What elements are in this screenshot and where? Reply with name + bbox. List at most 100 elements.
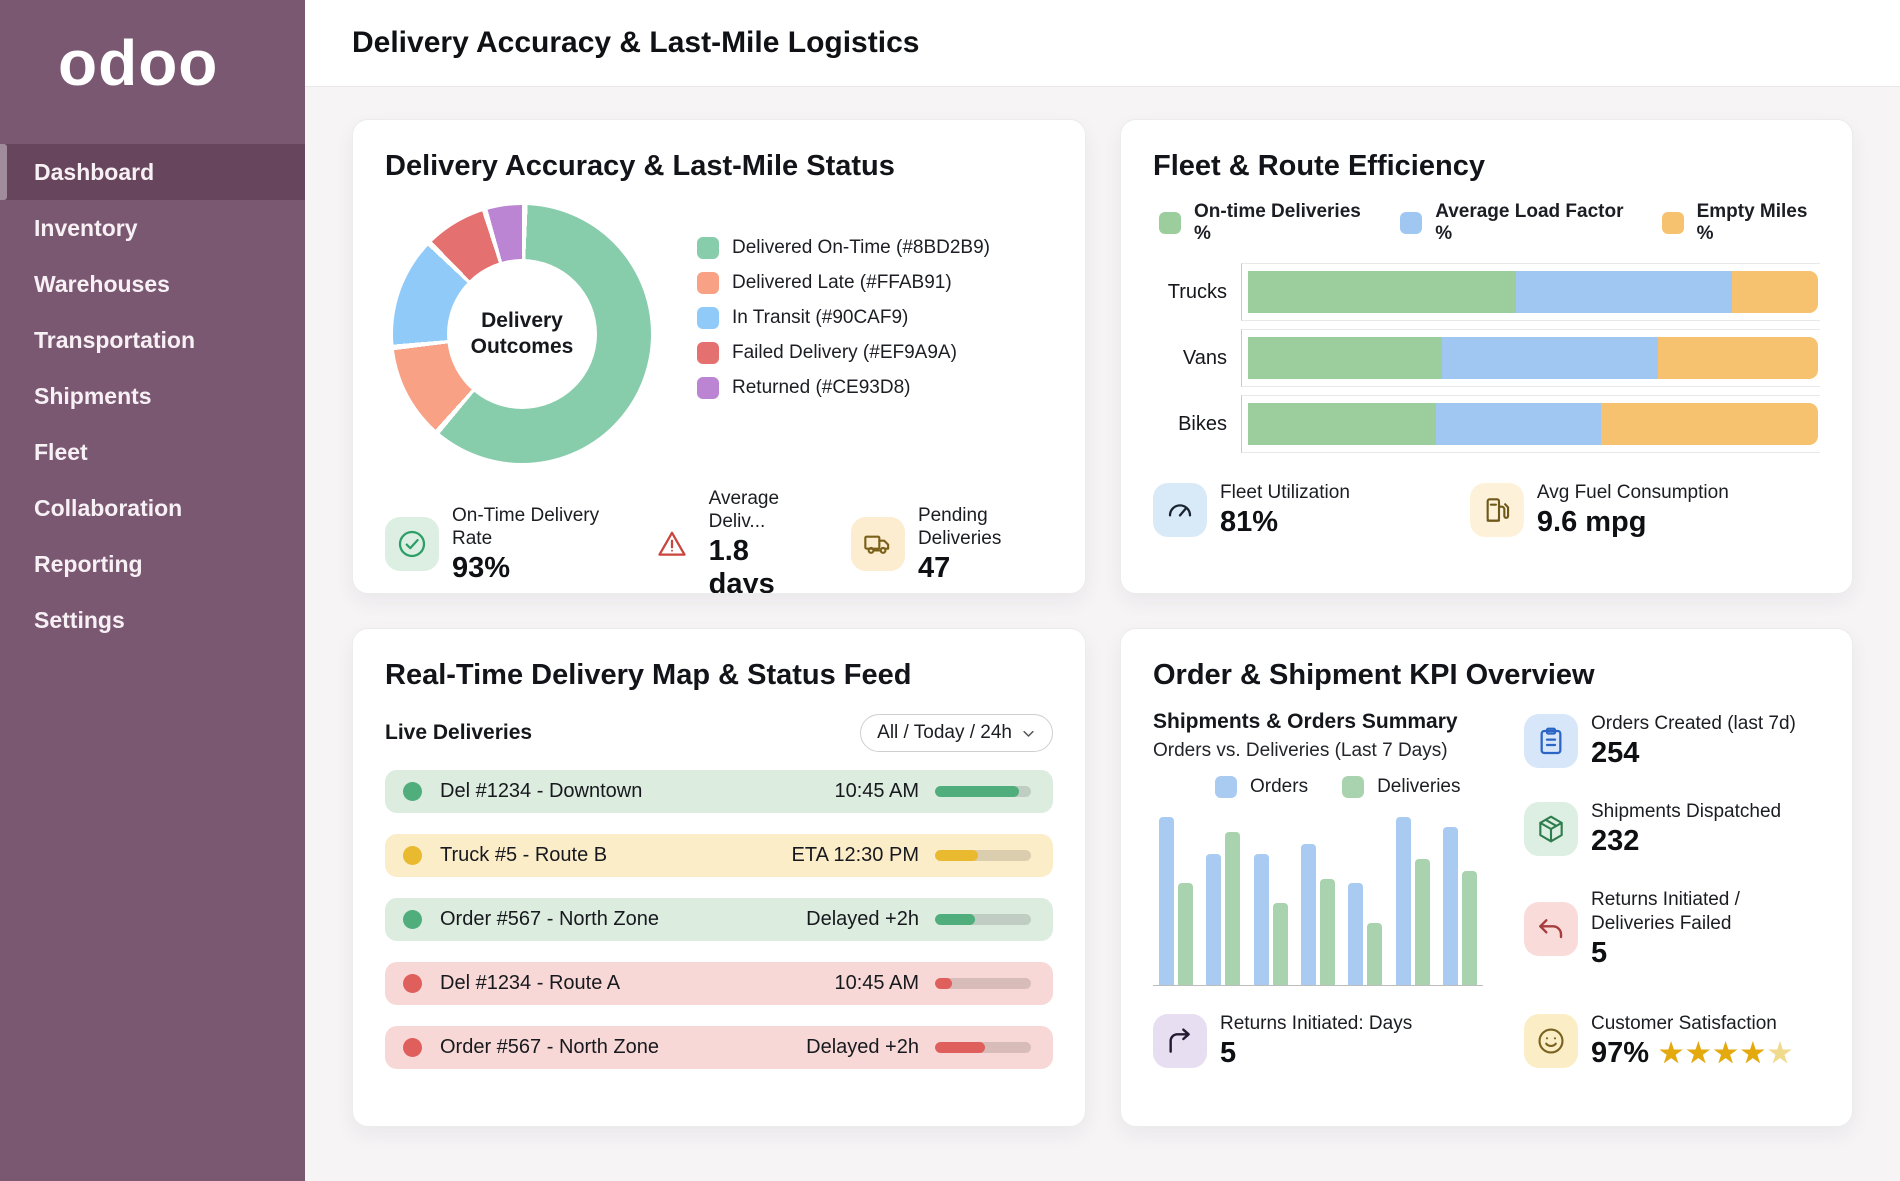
sidebar-item-reporting[interactable]: Reporting xyxy=(34,550,143,577)
kpi-label: On-Time Delivery Rate xyxy=(452,504,600,549)
legend-swatch-icon xyxy=(1342,776,1365,798)
sidebar-item-transportation[interactable]: Transportation xyxy=(34,326,196,353)
legend-swatch-icon xyxy=(1215,776,1237,798)
time-filter-label: All / Today / 24h xyxy=(877,722,1012,743)
delivery-progress xyxy=(935,978,1031,989)
page-title: Delivery Accuracy & Last-Mile Logistics xyxy=(352,26,920,59)
bar-group xyxy=(1442,827,1477,985)
card-title: Order & Shipment KPI Overview xyxy=(1153,659,1595,691)
bar-segment xyxy=(1515,271,1733,313)
sidebar-item-inventory[interactable]: Inventory xyxy=(34,214,138,241)
check-circle-icon xyxy=(385,517,439,572)
kpi-orders-created: Orders Created (last 7d) 254 xyxy=(1524,712,1820,770)
deliveries-bar xyxy=(1178,883,1193,985)
deliveries-bar xyxy=(1319,879,1335,985)
kpi-value: 232 xyxy=(1591,825,1640,858)
bar-segment xyxy=(1248,337,1442,379)
bar-segment xyxy=(1441,337,1659,379)
chevron-down-icon xyxy=(1023,730,1034,737)
kpi-avg-fuel-consumption: Avg Fuel Consumption 9.6 mpg xyxy=(1469,481,1729,539)
redo-arrow-icon xyxy=(1153,1014,1207,1069)
donut-center-label: Delivery Outcomes xyxy=(470,308,574,358)
sidebar-item-settings[interactable]: Settings xyxy=(34,606,125,633)
fleet-bar-band xyxy=(1241,263,1820,321)
gauge-icon xyxy=(1153,483,1207,538)
delivery-progress-fill xyxy=(935,850,979,861)
legend-item: On-time Deliveries % xyxy=(1159,201,1370,245)
deliveries-bar xyxy=(1272,903,1288,985)
kpi-value: 1.8 days xyxy=(708,535,775,594)
legend-item: Empty Miles % xyxy=(1661,201,1820,245)
orders-bar xyxy=(1348,883,1364,985)
orders-summary-column: Shipments & Orders Summary Orders vs. De… xyxy=(1153,710,1498,986)
delivery-title: Del #1234 - Downtown xyxy=(440,780,643,802)
delivery-progress-fill xyxy=(935,1042,985,1053)
sidebar-item-dashboard[interactable]: Dashboard xyxy=(0,144,305,200)
delivery-time: ETA 12:30 PM xyxy=(791,844,919,866)
orders-bar xyxy=(1300,844,1316,985)
kpi-shipments-dispatched: Shipments Dispatched 232 xyxy=(1524,800,1820,858)
delivery-title: Order #567 - North Zone xyxy=(440,908,659,930)
orders-bar xyxy=(1442,827,1458,985)
kpi-label: Pending Deliveries xyxy=(917,504,1002,549)
legend-label: On-time Deliveries % xyxy=(1194,201,1361,244)
legend-item: Failed Delivery (#EF9A9A) xyxy=(697,342,990,364)
delivery-progress xyxy=(935,914,1031,925)
kpi-label: Returns Initiated: Days xyxy=(1220,1013,1413,1034)
status-dot-icon xyxy=(403,782,422,801)
delivery-time: 10:45 AM xyxy=(834,972,919,994)
fleet-bar-track xyxy=(1248,403,1818,445)
bar-group xyxy=(1206,832,1241,985)
kpi-label: Fleet Utilization xyxy=(1220,482,1350,503)
sidebar-item-collaboration[interactable]: Collaboration xyxy=(34,494,183,521)
legend-swatch-icon xyxy=(697,237,719,259)
star-icon: ★ xyxy=(1740,1038,1765,1069)
bar-group xyxy=(1253,854,1288,985)
status-dot-icon xyxy=(403,1038,422,1057)
status-dot-icon xyxy=(403,974,422,993)
fleet-category-label: Trucks xyxy=(1167,280,1227,303)
legend-label: Failed Delivery (#EF9A9A) xyxy=(732,342,957,363)
dashboard-grid: Delivery Accuracy & Last-Mile Status Del… xyxy=(305,87,1900,1159)
live-deliveries-label: Live Deliveries xyxy=(385,721,533,744)
bar-group xyxy=(1300,844,1335,985)
star-rating: ★★★★★ xyxy=(1659,1040,1792,1067)
legend-item: Delivered On-Time (#8BD2B9) xyxy=(697,237,990,259)
fleet-bar-band xyxy=(1241,395,1820,453)
delivery-progress-fill xyxy=(935,786,1020,797)
deliveries-bar xyxy=(1461,871,1477,985)
legend-item: In Transit (#90CAF9) xyxy=(697,307,990,329)
orders-bar xyxy=(1206,854,1222,985)
star-icon: ★ xyxy=(1686,1038,1711,1069)
legend-label: Deliveries xyxy=(1377,776,1461,797)
bar-group xyxy=(1395,817,1430,985)
time-filter-dropdown[interactable]: All / Today / 24h xyxy=(860,714,1053,752)
sidebar-item-shipments[interactable]: Shipments xyxy=(34,382,152,409)
orders-bar xyxy=(1159,817,1174,985)
legend-item: Average Load Factor % xyxy=(1400,201,1631,245)
kpi-value: 97% xyxy=(1591,1037,1650,1070)
kpi-label: Avg Fuel Consumption xyxy=(1536,482,1729,503)
smiley-icon xyxy=(1524,1014,1578,1069)
kpi-returns-days: Returns Initiated: Days 5 xyxy=(1153,1012,1524,1070)
kpi-columns: Shipments & Orders Summary Orders vs. De… xyxy=(1153,710,1820,986)
legend-label: Delivered Late (#FFAB91) xyxy=(732,272,952,293)
sidebar-item-fleet[interactable]: Fleet xyxy=(34,438,88,465)
bar-segment xyxy=(1658,337,1818,379)
sidebar-item-warehouses[interactable]: Warehouses xyxy=(34,270,170,297)
donut-legend: Delivered On-Time (#8BD2B9) Delivered Lat… xyxy=(697,237,990,463)
accuracy-kpi-row: On-Time Delivery Rate 93% Average Deliv.… xyxy=(385,487,1053,594)
orders-bar xyxy=(1395,817,1411,985)
legend-item: Returned (#CE93D8) xyxy=(697,377,990,399)
legend-label: Empty Miles % xyxy=(1696,201,1808,244)
donut-row: Delivery Outcomes Delivered On-Time (#8B… xyxy=(385,205,1053,463)
